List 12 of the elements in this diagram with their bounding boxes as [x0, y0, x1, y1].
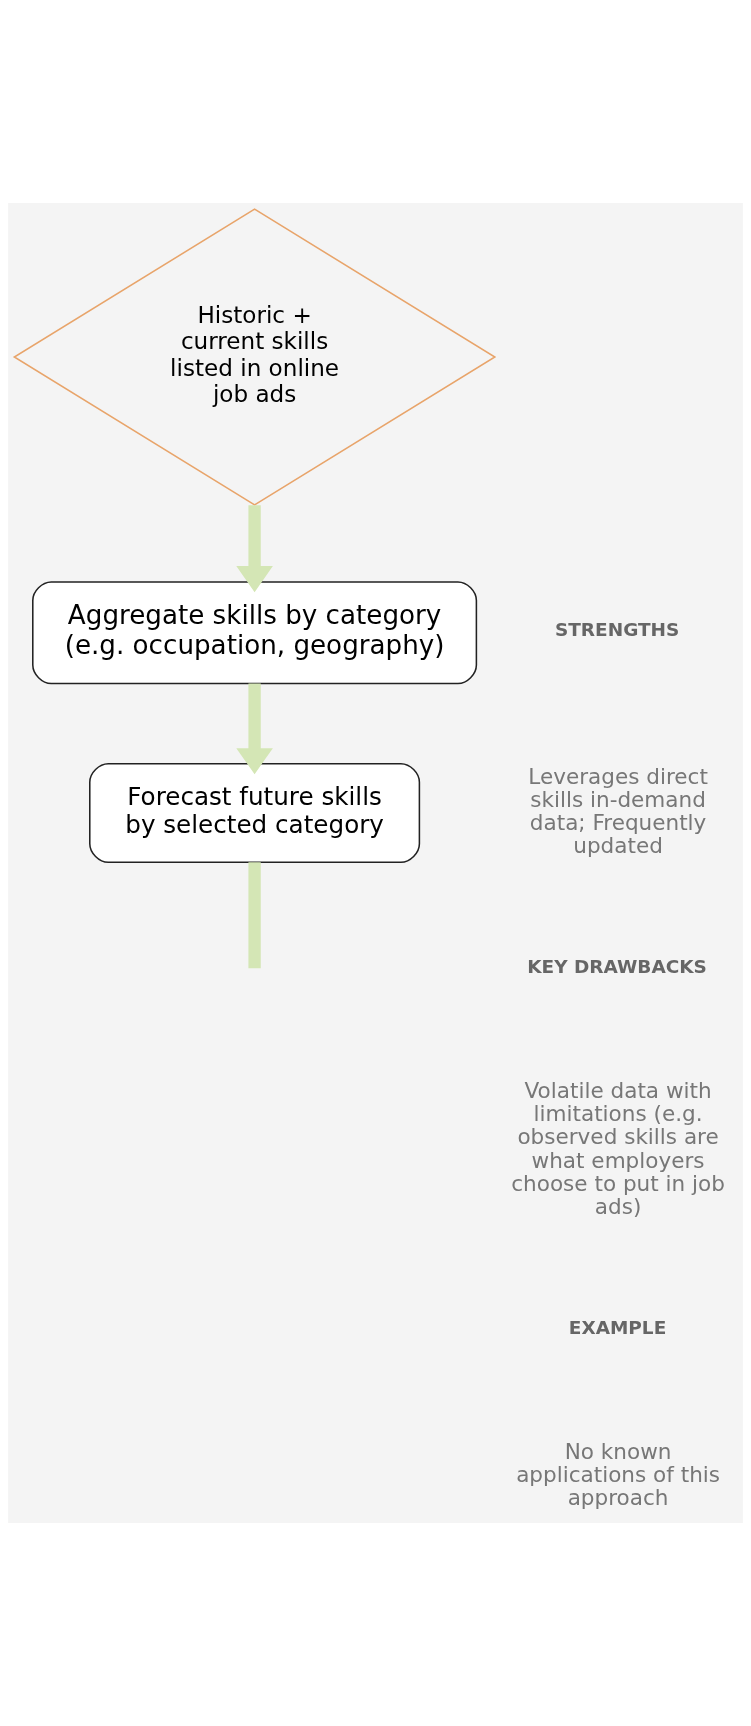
label: KEY DRAWBACKS [527, 956, 707, 978]
node-box: Forecast future skills by selected category [89, 762, 421, 863]
label: No known applications of this approach [516, 1438, 721, 1510]
node-diamond: Historic + current skills listed in online job ads [12, 208, 497, 506]
label: STRENGTHS [554, 618, 680, 640]
arrow [236, 505, 273, 593]
arrow [236, 683, 273, 775]
label: Volatile data with limitations (e.g. observed skills are what employers choose to put in job ads) [511, 1078, 725, 1219]
node-box: Aggregate skills by category (e.g. occupation, geography) [32, 581, 478, 685]
label: Leverages direct skills in-demand data; Frequently updated [528, 763, 708, 859]
label: EXAMPLE [568, 1316, 667, 1338]
connector [248, 862, 261, 969]
